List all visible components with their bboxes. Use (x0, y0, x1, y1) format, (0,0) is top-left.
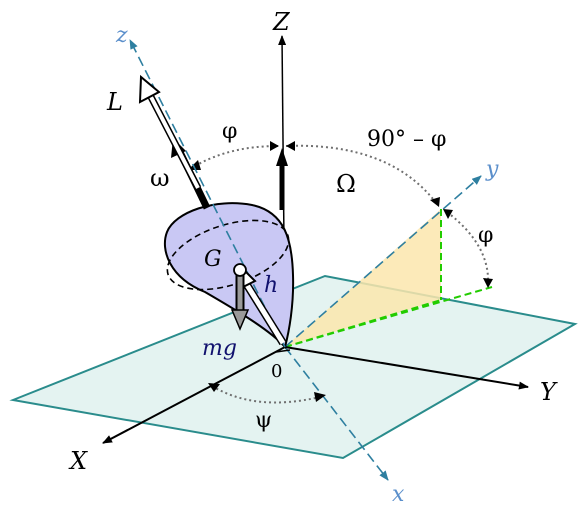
label-L: L (106, 88, 123, 116)
label-mg: mg (202, 336, 237, 361)
psi-arc-arrow-left (208, 383, 220, 392)
L-vector (148, 94, 200, 189)
green-dashed-projection-line (284, 299, 442, 348)
phi-arc (194, 145, 279, 167)
psi-arc-arrow-right (314, 392, 326, 402)
ninety-minus-phi-arc (285, 144, 438, 205)
Omega-vector-head (276, 148, 288, 166)
body-x-axis (284, 346, 389, 481)
label-G: G (204, 247, 222, 272)
ground-plane (9, 274, 578, 460)
L-vector-head (138, 74, 161, 104)
phi-right-arc-arrow-top (443, 209, 453, 219)
mg-vector-head (230, 309, 250, 331)
label-Y-space: Y (540, 378, 558, 406)
label-Z-space: Z (272, 8, 291, 36)
ninety-arc-arrow-right (430, 197, 440, 207)
label-y-body: y (485, 157, 499, 182)
ninety-arc-arrow-left (286, 141, 295, 151)
label-z-body: z (115, 23, 128, 48)
body-y-axis (284, 175, 482, 348)
label-omega: ω (150, 164, 170, 192)
label-Omega: Ω (336, 170, 356, 198)
center-of-mass-point (233, 263, 247, 277)
label-psi: ψ (255, 408, 272, 433)
label-X-space: X (68, 447, 88, 475)
Y-axis (284, 346, 529, 390)
phi-arc-arrow-right (270, 141, 279, 151)
phi-right-arc (446, 211, 490, 285)
label-ninety-minus-phi: 90° – φ (367, 127, 446, 152)
label-origin: 0 (271, 361, 282, 382)
label-phi-right: φ (478, 223, 493, 248)
X-axis (102, 346, 286, 444)
psi-arc (211, 385, 321, 404)
phi-right-arc-arrow-bottom (483, 278, 493, 288)
label-x-body: x (392, 482, 405, 507)
h-vector (244, 283, 286, 345)
label-h: h (264, 273, 278, 298)
origin-tick (275, 349, 291, 353)
label-phi-left: φ (222, 119, 237, 144)
